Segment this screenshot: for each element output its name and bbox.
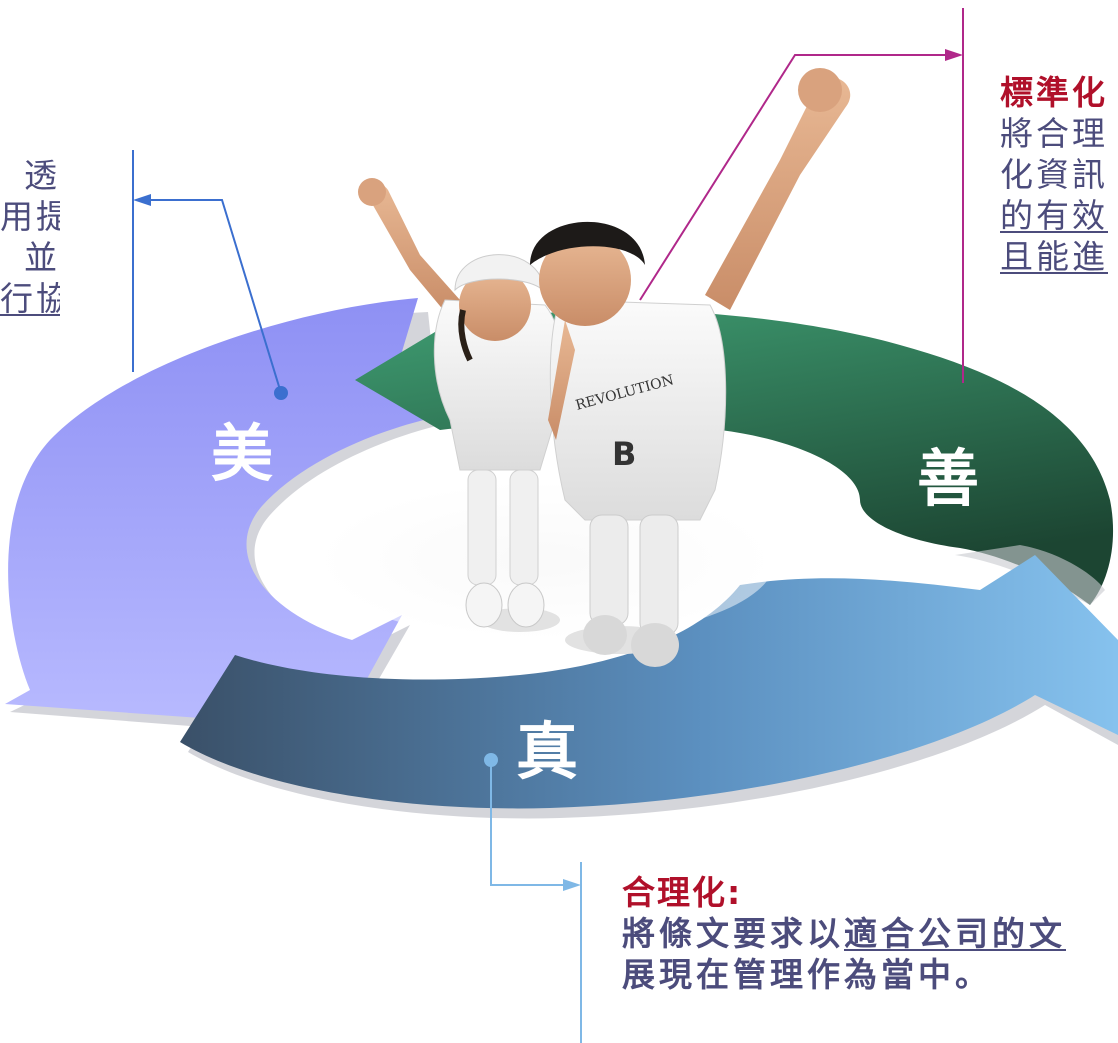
- annotation-left: 透 用提 並 行協: [0, 155, 60, 319]
- dot-rationalize: [484, 753, 498, 767]
- bottom-line-1: 將條文要求以適合公司的文: [622, 913, 1118, 954]
- arrowhead-rationalize: [563, 879, 581, 891]
- right-line-1: 將合理: [1000, 114, 1108, 153]
- dot-beauty: [274, 386, 288, 400]
- arrowhead-standardize: [945, 49, 963, 61]
- connector-rationalize: [490, 760, 582, 1043]
- left-line-3: 並: [24, 238, 60, 277]
- right-heading: 標準化: [1000, 73, 1108, 112]
- label-goodness: 善: [917, 442, 979, 515]
- arrowhead-beauty: [133, 194, 151, 206]
- annotation-bottom: 合理化: 將條文要求以適合公司的文 展現在管理作為當中。: [622, 872, 1118, 995]
- right-line-4: 且能進: [1000, 237, 1108, 276]
- bottom-heading: 合理化:: [622, 873, 743, 912]
- connector-beauty: [132, 150, 282, 394]
- svg-text:B: B: [612, 435, 636, 473]
- label-beauty: 美: [211, 417, 273, 490]
- left-line-4: 行協: [0, 279, 60, 318]
- bottom-line-1-prefix: 將條文要求以: [622, 914, 844, 953]
- annotation-right: 標準化 將合理 化資訊 的有效 且能進: [1000, 72, 1118, 277]
- left-line-2: 用提: [0, 197, 60, 236]
- bottom-line-2: 展現在管理作為當中。: [622, 955, 992, 994]
- right-line-3: 的有效: [1000, 196, 1108, 235]
- children-illustration: REVOLUTION B: [358, 68, 851, 667]
- connector-standardize: [639, 8, 964, 383]
- arc-beauty: [5, 298, 432, 728]
- arc-truth: [180, 555, 1118, 809]
- label-truth: 真: [516, 715, 578, 788]
- right-line-2: 化資訊: [1000, 155, 1108, 194]
- left-line-1: 透: [24, 156, 60, 195]
- bottom-line-1-underlined: 適合公司的文: [844, 914, 1066, 953]
